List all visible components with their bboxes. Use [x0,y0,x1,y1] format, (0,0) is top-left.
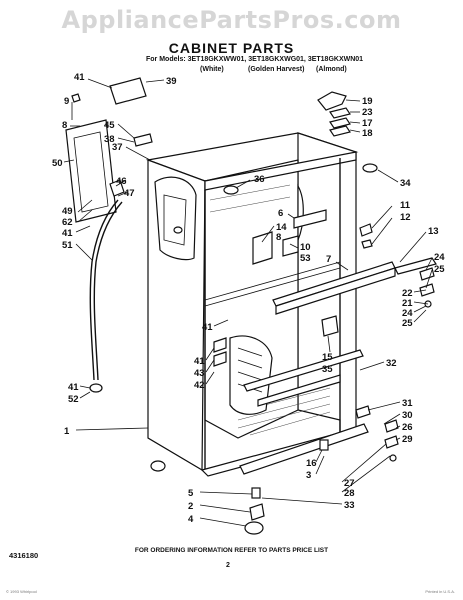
callout-46: 46 [116,176,127,187]
callout-33: 33 [344,500,355,511]
callout-19: 19 [362,96,373,107]
callout-21: 21 [402,298,413,309]
callout-2: 2 [188,501,193,512]
callout-5: 5 [188,488,194,499]
callout-10: 10 [300,242,311,253]
callout-7: 7 [326,254,331,265]
callout-24: 24 [402,308,413,319]
leveling-legs [150,439,329,535]
color-golden-harvest: (Golden Harvest) [248,66,305,73]
callout-62: 62 [62,217,73,228]
callout-51: 51 [62,240,73,251]
callout-4: 4 [188,514,194,525]
callout-30: 30 [402,410,413,421]
callout-1: 1 [64,426,70,437]
callout-11: 11 [400,200,411,211]
callout-27: 27 [344,478,355,489]
callout-45: 45 [104,120,115,131]
footer-left: © 1993 Whirlpool [6,589,37,594]
callout-25: 25 [434,264,445,275]
callout-38: 38 [104,134,115,145]
page-number: 2 [226,562,230,569]
callout-37: 37 [112,142,123,153]
callout-41: 41 [194,356,205,367]
callout-8: 8 [276,232,281,243]
callout-17: 17 [362,118,373,129]
callout-9: 9 [64,96,69,107]
callout-22: 22 [402,288,413,299]
models-line: For Models: 3ET18GKXWW01, 3ET18GKXWG01, … [146,56,364,63]
diagram-title: CABINET PARTS [168,40,295,56]
ordering-note: FOR ORDERING INFORMATION REFER TO PARTS … [134,547,329,554]
callout-39: 39 [166,76,177,87]
callout-31: 31 [402,398,413,409]
callout-41: 41 [68,382,79,393]
document-number: 4316180 [9,551,39,560]
cabinet-body [145,132,359,477]
color-almond: (Almond) [316,66,347,73]
callout-34: 34 [400,178,411,189]
callout-15: 15 [322,352,333,363]
front-rails [239,257,437,475]
callout-12: 12 [400,212,411,223]
callout-47: 47 [124,188,135,199]
callout-41: 41 [74,72,85,83]
callout-35: 35 [322,364,333,375]
callout-6: 6 [278,208,283,219]
color-white: (White) [200,66,224,73]
callout-14: 14 [276,222,287,233]
leader-lines [63,78,433,527]
callout-13: 13 [428,226,439,237]
callout-26: 26 [402,422,413,433]
callout-3: 3 [306,470,311,481]
watermark: AppliancePartsPros.com [61,6,402,34]
callout-32: 32 [386,358,397,369]
callout-52: 52 [68,394,79,405]
center-components [173,185,339,367]
callout-43: 43 [194,368,205,379]
callout-42: 42 [194,380,205,391]
footer-right: Printed in U.S.A. [425,589,455,594]
callout-18: 18 [362,128,373,139]
callout-49: 49 [62,206,73,217]
drain-tube [89,199,123,393]
hinge-parts [317,91,435,462]
callout-50: 50 [52,158,63,169]
callout-41: 41 [202,322,213,333]
callout-29: 29 [402,434,413,445]
callout-8: 8 [62,120,67,131]
callout-28: 28 [344,488,355,499]
callout-36: 36 [254,174,265,185]
callout-23: 23 [362,107,373,118]
callout-16: 16 [306,458,317,469]
callout-41: 41 [62,228,73,239]
callout-24: 24 [434,252,445,263]
callout-25: 25 [402,318,413,329]
control-housing [65,77,153,223]
callout-53: 53 [300,253,311,264]
